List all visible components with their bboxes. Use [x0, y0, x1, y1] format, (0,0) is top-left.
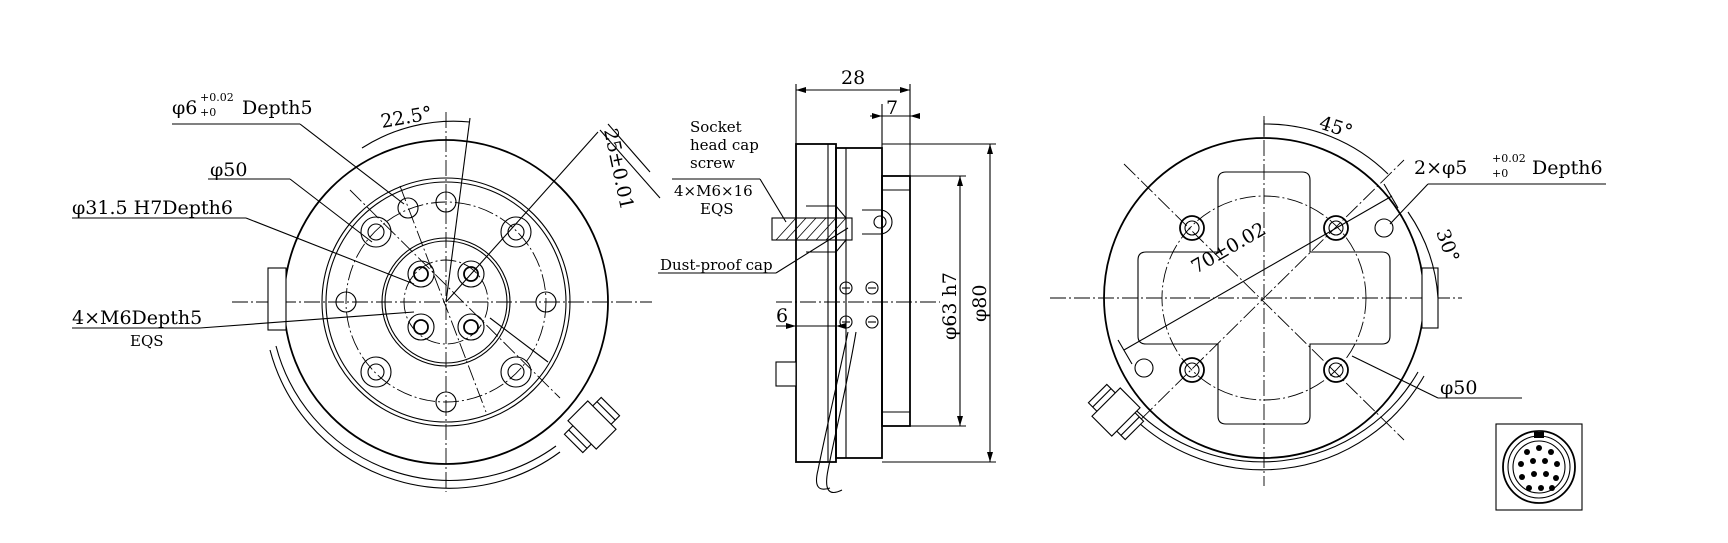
angle-30-label: 30°	[1431, 226, 1463, 265]
connector-pin-detail	[1495, 423, 1583, 511]
pin-hole-label: φ6	[172, 97, 197, 119]
screw-label-line2: head cap	[690, 136, 759, 154]
width-28-label: 28	[841, 67, 865, 89]
flange-7-label: 7	[886, 97, 898, 119]
pin-hole-tol-upper: +0.02	[200, 91, 234, 104]
pin-hole-suffix: Depth5	[242, 97, 313, 119]
angle-45-label: 45°	[1316, 112, 1355, 143]
screw-label-line1: Socket	[690, 118, 742, 136]
side-screws	[839, 281, 879, 329]
offset-label: 25±0.01	[599, 126, 638, 211]
rear-pin-holes-label: 2×φ5	[1414, 157, 1467, 179]
front-view	[72, 112, 661, 492]
tapped-holes-eqs: EQS	[130, 332, 164, 350]
rear-pin-tol-upper: +0.02	[1492, 152, 1526, 165]
distance-70-label: 70±0.02	[1188, 218, 1270, 278]
side-view	[658, 84, 996, 494]
dust-cap-label: Dust-proof cap	[660, 256, 773, 274]
rear-pin-tol-lower: +0	[1492, 167, 1508, 180]
screw-spec-label: 4×M6×16	[674, 182, 753, 200]
angle-22-5-label: 22.5°	[379, 102, 434, 133]
bolt-circle-label: φ50	[210, 159, 247, 181]
screw-label-line3: screw	[690, 154, 735, 172]
rear-view	[1050, 116, 1606, 486]
rear-view-labels: 45° 30° 2×φ5 +0.02 +0 Depth6 70±0.02 φ50	[1188, 112, 1603, 399]
side-view-labels: 28 7 6 Socket head cap screw 4×M6×16 EQS…	[660, 67, 991, 340]
bore-label: φ31.5 H7Depth6	[72, 197, 233, 219]
tapped-holes-label: 4×M6Depth5	[72, 307, 202, 329]
rear-bolt-circle-label: φ50	[1440, 377, 1477, 399]
front-view-labels: φ6 +0.02 +0 Depth5 22.5° φ50 φ31.5 H7Dep…	[72, 91, 638, 350]
outer-diameter-label: φ80	[969, 285, 991, 322]
tapped-holes	[407, 260, 485, 341]
rear-pin-holes-suffix: Depth6	[1532, 157, 1603, 179]
depth-6-label: 6	[776, 305, 788, 327]
pin-hole-tol-lower: +0	[200, 106, 216, 119]
pilot-diameter-label: φ63 h7	[939, 272, 961, 340]
screw-spec-eqs: EQS	[700, 200, 734, 218]
